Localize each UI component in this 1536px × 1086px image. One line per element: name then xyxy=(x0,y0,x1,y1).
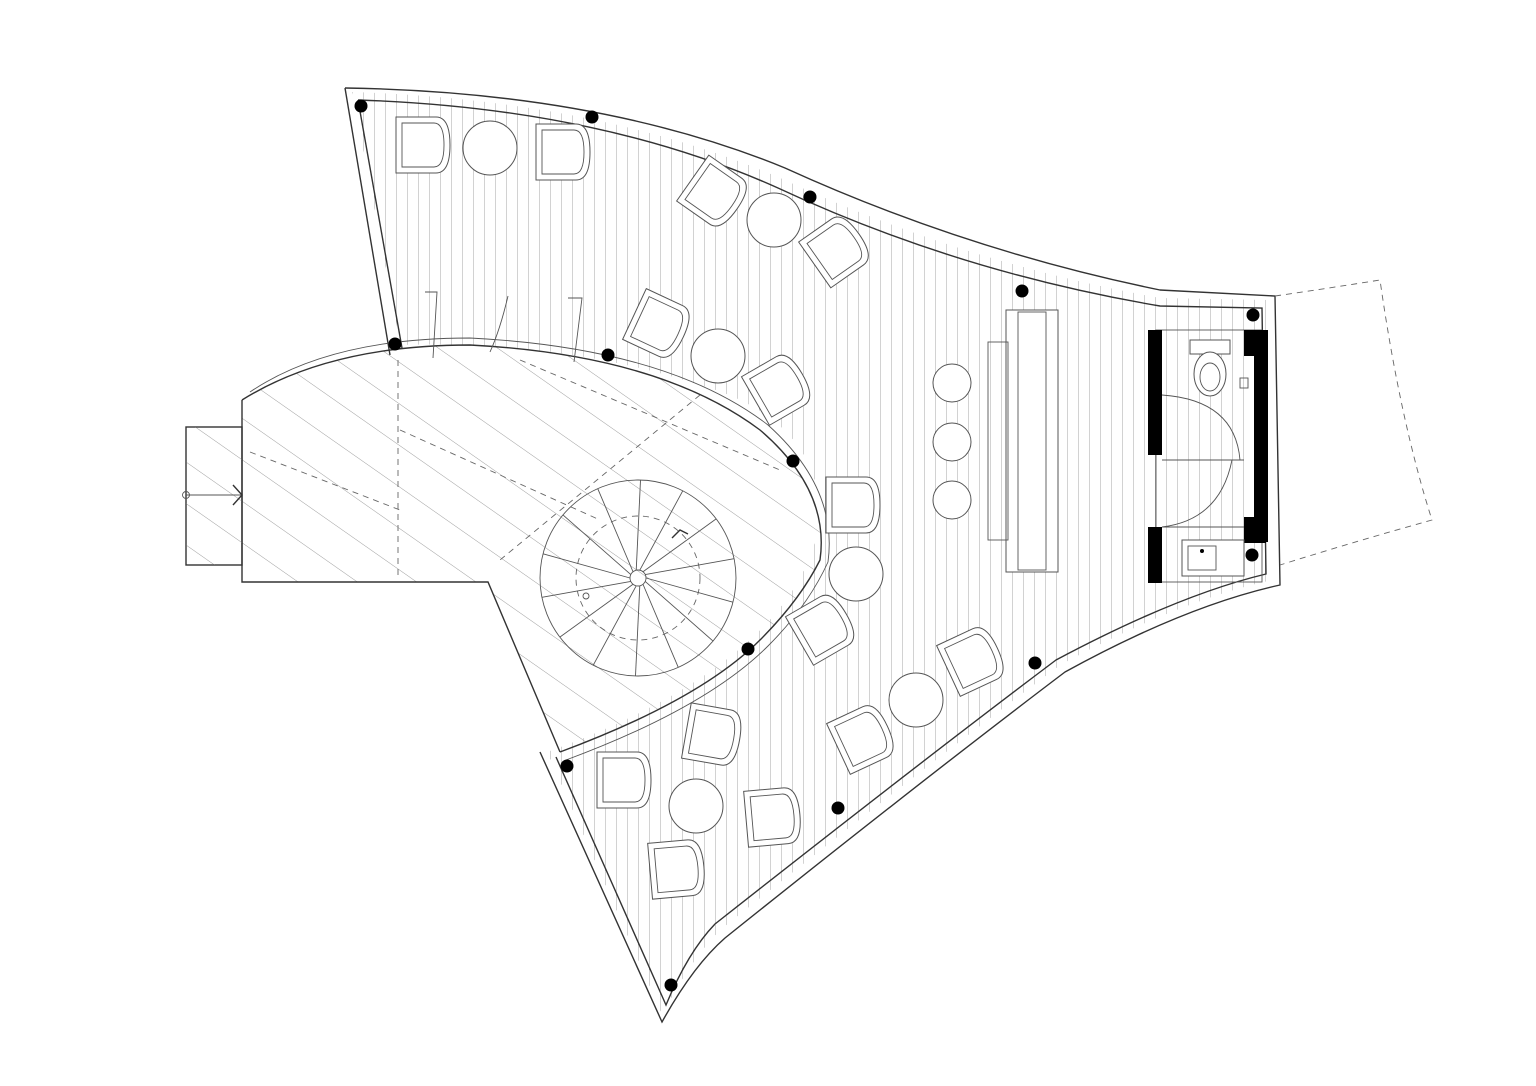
stair-tread xyxy=(644,581,714,642)
column xyxy=(803,190,817,204)
table xyxy=(690,328,746,384)
chair xyxy=(395,116,451,174)
column xyxy=(354,99,368,113)
stair-tread xyxy=(592,585,637,666)
stair-tread xyxy=(562,514,632,575)
column xyxy=(388,337,402,351)
stair-tread xyxy=(642,518,717,573)
spiral-stair xyxy=(539,479,737,677)
column xyxy=(1246,308,1260,322)
chair xyxy=(740,354,811,426)
chair xyxy=(535,123,591,181)
stair-tread xyxy=(635,585,641,676)
chair xyxy=(596,751,652,809)
column xyxy=(585,110,599,124)
stair-tread xyxy=(635,480,641,571)
chair xyxy=(935,627,1004,698)
entry-steps xyxy=(182,426,243,566)
column xyxy=(1015,284,1029,298)
column xyxy=(664,978,678,992)
stair-tread xyxy=(645,558,735,575)
stair-tread xyxy=(542,553,631,579)
bar-stools xyxy=(932,363,972,520)
restroom xyxy=(1148,329,1268,583)
chair xyxy=(680,702,742,766)
table xyxy=(746,192,802,248)
stair-tread xyxy=(541,581,631,598)
chair xyxy=(784,594,855,666)
column xyxy=(786,454,800,468)
chair xyxy=(621,287,690,358)
outdoor-terrace xyxy=(1274,279,1433,566)
chair xyxy=(675,154,747,227)
table xyxy=(462,120,518,176)
sink-icon xyxy=(1181,539,1245,577)
table xyxy=(828,546,884,602)
stair-tread xyxy=(597,488,634,572)
stair-tread xyxy=(559,583,634,638)
table xyxy=(668,778,724,834)
chair xyxy=(825,476,881,534)
column xyxy=(601,348,615,362)
seating xyxy=(395,116,1004,900)
table xyxy=(888,672,944,728)
stair-tread xyxy=(642,584,679,668)
column xyxy=(831,801,845,815)
chair xyxy=(743,787,801,848)
chair xyxy=(825,705,894,776)
column xyxy=(560,759,574,773)
toilet-icon xyxy=(1189,339,1249,397)
bar-counter xyxy=(987,309,1059,573)
structural-columns xyxy=(354,99,1260,992)
chair xyxy=(647,839,705,900)
fins xyxy=(425,291,583,363)
stair-tread xyxy=(639,490,684,571)
column xyxy=(741,642,755,656)
chair xyxy=(797,216,869,289)
stair-tread xyxy=(645,577,734,603)
column xyxy=(1245,548,1259,562)
column xyxy=(1028,656,1042,670)
